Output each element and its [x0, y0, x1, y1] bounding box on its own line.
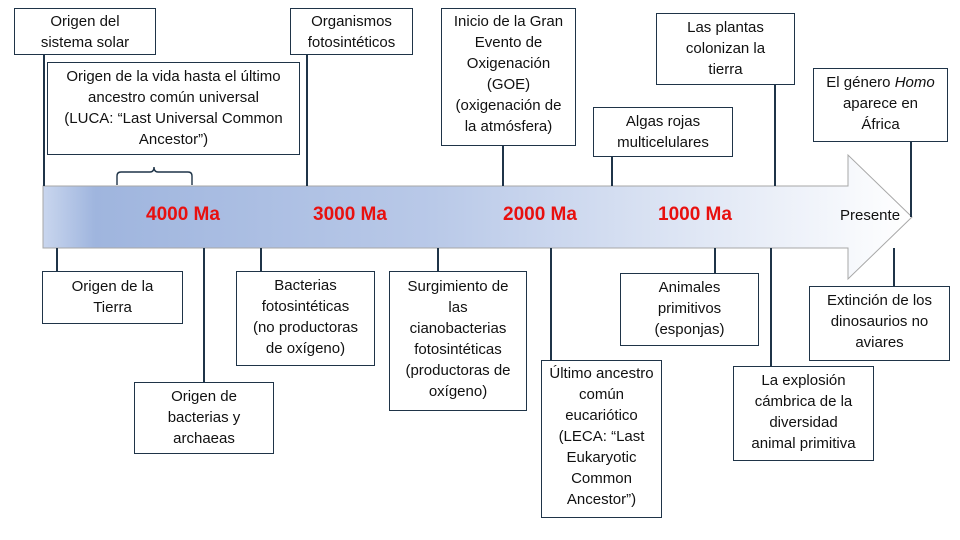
event-line: Evento de — [474, 34, 543, 51]
connector-cambrian — [770, 248, 772, 366]
event-line: fotosintéticas — [414, 341, 502, 358]
event-cyanobacteria: Surgimiento de las cianobacterias fotosi… — [389, 271, 527, 411]
event-line: las — [448, 299, 468, 316]
event-sponges: Animales primitivos (esponjas) — [620, 273, 759, 346]
event-line: Algas rojas — [625, 113, 701, 130]
connector-cyano — [437, 248, 439, 271]
event-line: la atmósfera) — [464, 118, 553, 135]
event-red-algae: Algas rojas multicelulares — [593, 107, 733, 157]
event-earth-origin: Origen de la Tierra — [42, 271, 183, 324]
event-line: sistema solar — [40, 34, 130, 51]
event-line: fotosintéticas — [261, 298, 350, 315]
event-line: (esponjas) — [654, 321, 725, 338]
event-line: ancestro común universal — [88, 89, 259, 106]
event-line: Extinción de los — [826, 292, 933, 309]
event-plants: Las plantas colonizan la tierra — [656, 13, 795, 85]
connector-dinos — [893, 248, 895, 286]
event-line: Bacterias — [274, 277, 337, 294]
event-line-homo: El género Homo — [818, 72, 943, 93]
event-line: Último ancestro — [549, 365, 654, 382]
connector-redalgae — [611, 157, 613, 186]
event-luca: Origen de la vida hasta el último ancest… — [47, 62, 300, 155]
event-line: Origen de — [171, 388, 237, 405]
event-line: cianobacterias — [409, 320, 507, 337]
connector-solar — [43, 54, 45, 186]
event-line: Origen de la — [71, 278, 154, 295]
event-line: (no productoras — [252, 319, 359, 336]
event-line: aviares — [855, 334, 904, 351]
event-line: bacterias y — [167, 409, 241, 426]
event-line: Common — [571, 470, 632, 487]
connector-sponges — [714, 248, 716, 273]
event-line: Inicio de la Gran — [453, 13, 564, 30]
event-line: animal primitiva — [751, 435, 856, 452]
event-line: La explosión — [761, 372, 846, 389]
event-line: Origen del — [50, 13, 120, 30]
tick-1000: 1000 Ma — [658, 204, 732, 225]
event-line: primitivos — [657, 300, 722, 317]
event-line: (productoras de — [405, 362, 511, 379]
event-line: (GOE) — [486, 76, 531, 93]
connector-leca — [550, 248, 552, 360]
event-line: (LECA: “Last — [558, 428, 645, 445]
event-line: cámbrica de la — [754, 393, 853, 410]
tick-3000: 3000 Ma — [313, 204, 387, 225]
tick-4000: 4000 Ma — [146, 204, 220, 225]
event-line: (LUCA: “Last Universal Common — [64, 110, 283, 127]
connector-homo — [910, 142, 912, 217]
event-line: eucariótico — [565, 407, 638, 424]
event-line: Animales — [658, 279, 721, 296]
event-homo: El género Homo aparece en África — [813, 68, 948, 142]
event-line: multicelulares — [617, 134, 709, 151]
event-line: Organismos — [311, 13, 392, 30]
event-cambrian: La explosión cámbrica de la diversidad a… — [733, 366, 874, 461]
event-line: Las plantas — [687, 19, 764, 36]
event-line: tierra — [708, 61, 743, 78]
connector-anoxy — [260, 248, 262, 271]
event-line: dinosaurios no — [830, 313, 929, 330]
event-photosynthetic: Organismos fotosintéticos — [290, 8, 413, 55]
event-line: (oxigenación de — [455, 97, 562, 114]
event-line: diversidad — [769, 414, 838, 431]
homo-prefix: El género — [826, 74, 895, 91]
present-label: Presente — [840, 207, 901, 224]
event-line: aparece en — [842, 95, 919, 112]
tick-2000: 2000 Ma — [503, 204, 577, 225]
connector-earth — [56, 248, 58, 271]
event-line: Tierra — [93, 299, 132, 316]
event-goe: Inicio de la Gran Evento de Oxigenación … — [441, 8, 576, 146]
event-solar-system: Origen del sistema solar — [14, 8, 156, 55]
event-line: común — [578, 386, 625, 403]
event-archaea: Origen de bacterias y archaeas — [134, 382, 274, 454]
connector-photo — [306, 55, 308, 186]
event-line: archaeas — [173, 430, 235, 447]
connector-goe — [502, 146, 504, 186]
connector-plants — [774, 85, 776, 186]
event-line: Ancestor”) — [138, 131, 209, 148]
event-line: Origen de la vida hasta el último — [66, 68, 281, 85]
homo-genus: Homo — [894, 74, 935, 91]
connector-archaea — [203, 248, 205, 382]
event-line: oxígeno) — [428, 383, 488, 400]
event-line: Eukaryotic — [566, 449, 637, 466]
event-line: fotosintéticos — [307, 34, 396, 51]
event-anoxygenic-bacteria: Bacterias fotosintéticas (no productoras… — [236, 271, 375, 366]
event-leca: Último ancestro común eucariótico (LECA:… — [541, 360, 662, 518]
event-line: de oxígeno) — [265, 340, 346, 357]
event-line: Surgimiento de — [407, 278, 509, 295]
event-line: Oxigenación — [466, 55, 551, 72]
luca-bracket — [116, 166, 193, 185]
event-line: colonizan la — [685, 40, 766, 57]
event-dinosaur-extinction: Extinción de los dinosaurios no aviares — [809, 286, 950, 361]
event-line: África — [861, 116, 900, 133]
event-line: Ancestor”) — [566, 491, 637, 508]
